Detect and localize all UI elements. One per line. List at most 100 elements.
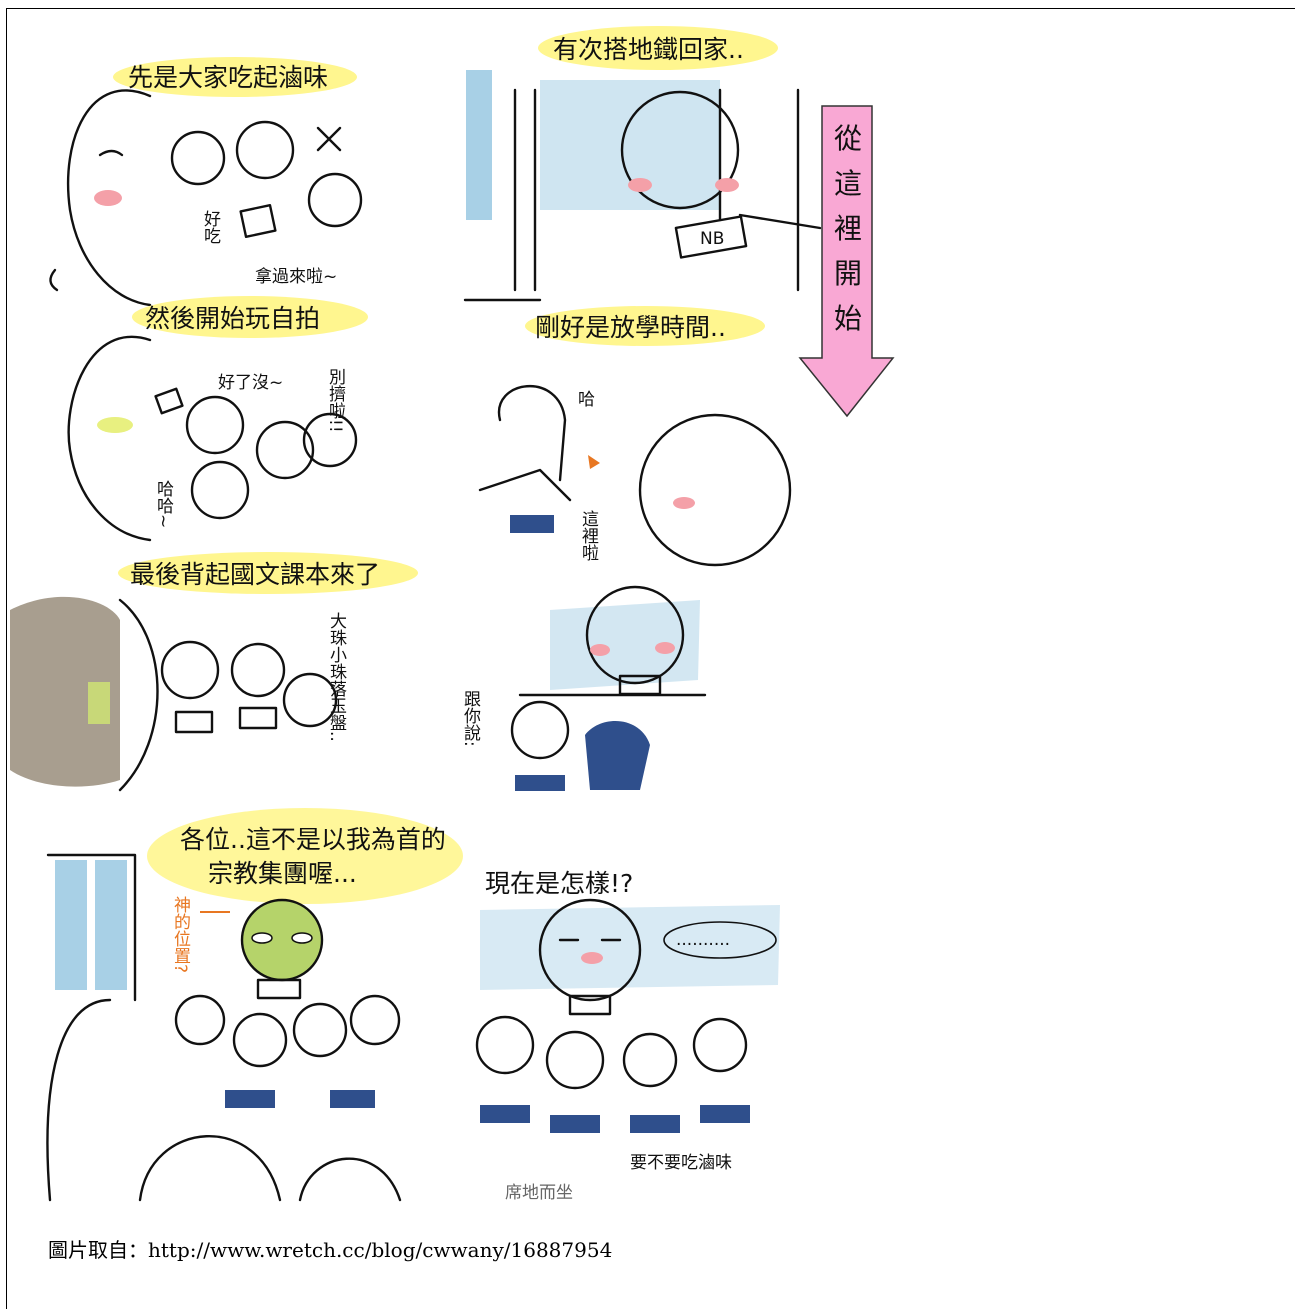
skirt (510, 515, 554, 533)
skirt (225, 1090, 275, 1108)
caption-url: http://www.wretch.cc/blog/cwwany/1688795… (148, 1238, 613, 1262)
title-highlight (525, 306, 765, 346)
arrow-char: 始 (834, 302, 862, 335)
train-window (540, 80, 720, 210)
skirt (330, 1090, 375, 1108)
panel-2: 有次搭地鐵回家.. NB (466, 26, 822, 292)
title-highlight (118, 552, 418, 594)
pleated-skirt (585, 721, 650, 790)
big-face-outline (67, 335, 152, 542)
shadow-hatching (10, 596, 120, 787)
image-source-caption: 圖片取自：http://www.wretch.cc/blog/cwwany/16… (48, 1234, 612, 1263)
uniform-tie (588, 455, 600, 469)
arrow-char: 開 (834, 257, 862, 290)
cheek-blush (590, 644, 610, 656)
sfx-text: 好了沒~ (218, 373, 283, 393)
student-hair (497, 384, 567, 482)
panel-6: 跟你說: (460, 585, 707, 791)
cheek-blush (581, 952, 603, 964)
student-head (302, 412, 358, 468)
student-head (230, 642, 286, 698)
skirt (700, 1105, 750, 1123)
train-window (480, 905, 780, 990)
sfx-text: 現在是怎樣!? (485, 869, 633, 898)
student-head (307, 172, 363, 228)
window-frame (46, 853, 137, 1002)
eye (291, 932, 313, 944)
sfx-text: 哈哈~ (153, 480, 173, 528)
sparkle (316, 126, 342, 152)
skirt (630, 1115, 680, 1133)
student-head (475, 1015, 535, 1075)
laptop (618, 674, 662, 696)
cheek-blush (628, 178, 652, 192)
character-head (638, 413, 792, 567)
cheek-green (97, 417, 133, 433)
panel-7: 各位..這不是以我為首的 宗教集團喔... 神的位置? (46, 808, 463, 1202)
student-head (232, 1012, 288, 1068)
character-head (538, 898, 642, 1002)
title-highlight (132, 296, 368, 338)
panel-4: 剛好是放學時間.. 哈 這裡啦 (463, 298, 792, 567)
page-frame (6, 8, 1295, 1309)
panel-title: 最後背起國文課本來了 (130, 560, 380, 589)
sfx-text: 哈 (578, 390, 595, 410)
student-head (622, 1032, 678, 1088)
sfx-text: 席地而坐 (505, 1183, 573, 1203)
hand (49, 268, 59, 292)
sfx-text: .......... (676, 930, 730, 950)
skirt (550, 1115, 600, 1133)
title-highlight (538, 26, 778, 70)
sfx-text: 拿過來啦~ (255, 266, 337, 287)
cheek-blush (715, 178, 739, 192)
train-window (55, 860, 87, 990)
student-head (349, 994, 401, 1046)
panel-title: 先是大家吃起滷味 (128, 63, 328, 92)
laptop (674, 215, 748, 259)
student-head (185, 395, 245, 455)
textbook (238, 706, 278, 730)
cheek-blush (673, 497, 695, 509)
laptop (256, 978, 302, 1000)
speech-glow (147, 808, 463, 904)
cheek-blush (655, 642, 675, 654)
student-head (545, 1030, 605, 1090)
train-window (466, 70, 492, 220)
arrow-char: 裡 (834, 212, 862, 245)
student-head (510, 700, 570, 760)
student-head (190, 460, 250, 520)
student-head (255, 420, 315, 480)
eye (251, 932, 273, 944)
gloom-lines (88, 682, 110, 724)
student-head (174, 994, 226, 1046)
skirt (515, 775, 565, 791)
sfx-text: 跟你說: (460, 690, 481, 747)
student-head (170, 130, 226, 186)
train-window (95, 860, 127, 990)
god-label: 神的位置? (170, 896, 191, 973)
student-head (292, 1002, 348, 1058)
big-face-outline (66, 89, 152, 307)
laptop-label: NB (700, 229, 724, 249)
laptop (568, 994, 612, 1016)
foreground-head (298, 1157, 402, 1202)
panel-title: 剛好是放學時間.. (535, 313, 726, 342)
panel-3: 然後開始玩自拍 好了沒~ 別擠啦!! 哈哈~ (67, 296, 368, 542)
sfx-text: 好吃 (200, 210, 221, 244)
student-head (692, 1017, 748, 1073)
sfx-text: 別擠啦!! (325, 368, 346, 433)
arrow-shape (798, 105, 895, 418)
foreground-head (138, 1135, 282, 1202)
title-highlight (113, 57, 357, 97)
phone (154, 387, 184, 415)
student-head (160, 640, 220, 700)
speech-line: 宗教集團喔... (208, 859, 357, 888)
comic-strip: 先是大家吃起滷味 好吃 拿過來啦~ 有次搭地鐵回家.. NB 從 這 裡 開 始 (10, 26, 895, 1203)
handrail (738, 213, 822, 230)
sfx-text: 要不要吃滷味 (630, 1153, 732, 1173)
sfx-text: 大珠小珠落玉盤.. (326, 612, 347, 742)
student-head (235, 120, 295, 180)
character-head (585, 585, 685, 685)
sfx-text: 這裡啦 (578, 510, 599, 561)
cheek-blush (94, 190, 122, 206)
